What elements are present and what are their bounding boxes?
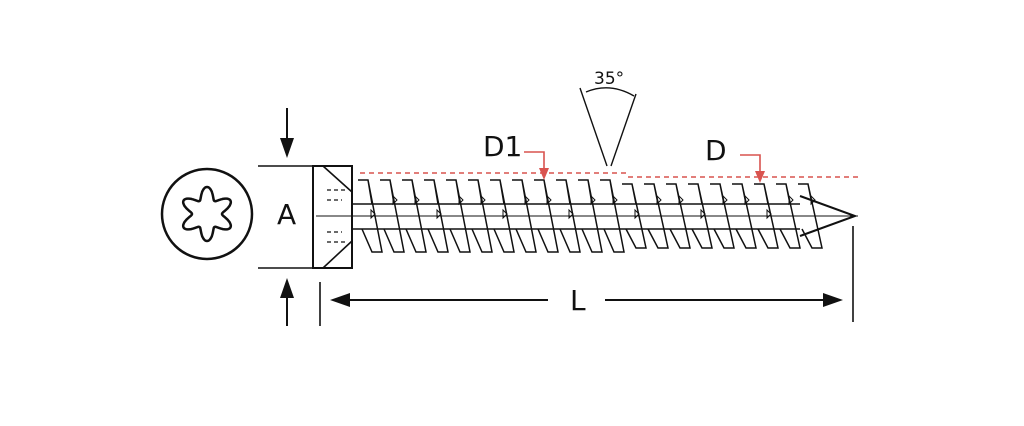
label-d: D <box>705 134 727 167</box>
label-d1: D1 <box>483 130 522 163</box>
thread-serration-5 <box>480 194 486 206</box>
l-arrow-right <box>823 293 843 307</box>
thread-group <box>358 179 823 253</box>
head-taper-top <box>322 165 353 193</box>
diameter-reference-lines <box>360 172 862 178</box>
d1-leader-arrow <box>539 168 549 180</box>
torx-star-icon <box>181 185 233 243</box>
thread-serration-4 <box>458 194 464 206</box>
dimension-d1: D1 <box>483 130 549 180</box>
screw-side-view <box>312 165 858 269</box>
dimension-l: L <box>319 226 854 326</box>
label-a: A <box>277 198 296 231</box>
label-l: L <box>570 284 586 317</box>
angle-leg-right <box>610 93 637 167</box>
thread-serration-19 <box>788 194 794 206</box>
dimension-a: A <box>258 108 312 326</box>
arrow-bottom-head <box>280 278 294 298</box>
thread-serration-8 <box>546 194 552 206</box>
torx-head-view <box>160 167 254 261</box>
head-taper-bottom <box>322 240 353 269</box>
angle-arc <box>585 87 635 97</box>
thread-serration-16 <box>722 194 728 206</box>
angle-leg-left <box>579 87 608 167</box>
dimension-d: D <box>705 134 765 183</box>
arrow-top-head <box>280 138 294 158</box>
head-outer-circle <box>160 167 254 261</box>
thread-serration-17 <box>744 194 750 206</box>
d-leader <box>740 154 761 177</box>
thread-serration-7 <box>524 194 530 206</box>
thread-serration-2 <box>414 194 420 206</box>
head-recess <box>327 189 345 243</box>
screw-head <box>312 165 353 269</box>
label-angle: 35° <box>594 69 624 89</box>
d1-leader <box>524 151 545 174</box>
thread-angle: 35° <box>579 69 637 167</box>
thread-serration-13 <box>656 194 662 206</box>
thread-serration-10 <box>590 194 596 206</box>
thread-serration-14 <box>678 194 684 206</box>
thread-serration-11 <box>612 194 618 206</box>
l-arrow-left <box>330 293 350 307</box>
thread-serration-1 <box>392 194 398 206</box>
d-leader-arrow <box>755 171 765 183</box>
